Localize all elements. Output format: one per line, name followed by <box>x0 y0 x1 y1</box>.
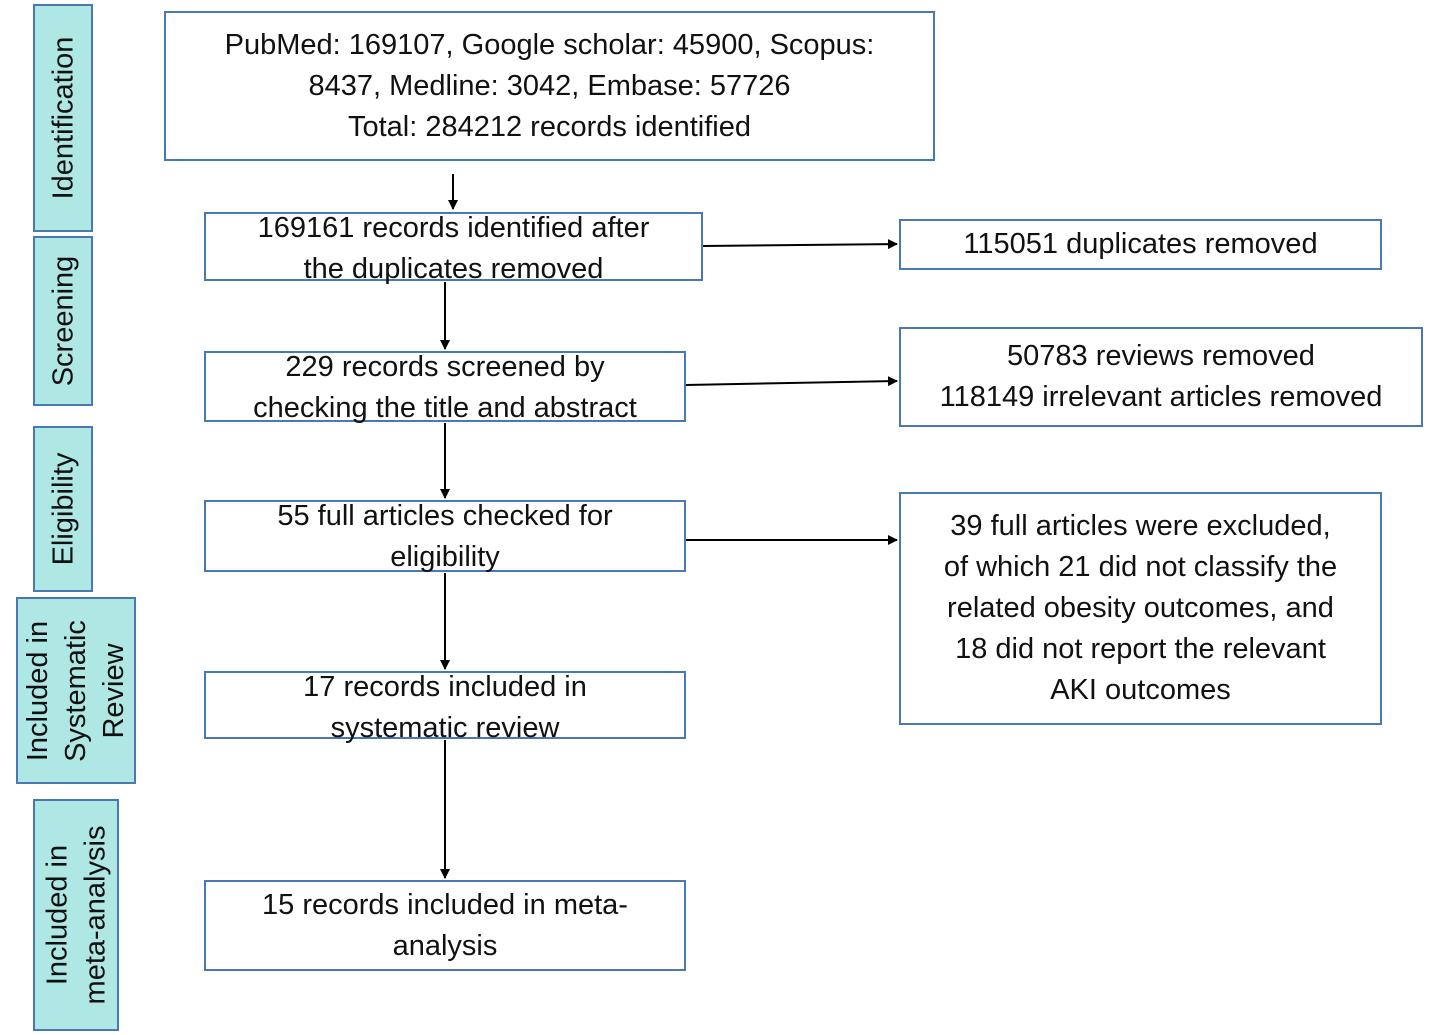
stage-eligibility-label: Eligibility <box>47 452 80 566</box>
systematic-review-box: 17 records included in systematic review <box>204 671 686 744</box>
stage-identification-label: Identification <box>47 36 80 200</box>
arrow-to-reviews-removed <box>685 376 898 387</box>
screened-box: 229 records screened by checking the tit… <box>204 351 686 424</box>
full-articles-box: 55 full articles checked for eligibility <box>204 500 686 573</box>
stage-systematic-review-label: Included in Systematic Review <box>22 619 131 762</box>
stage-meta-analysis-label: Included in meta-analysis <box>41 825 111 1005</box>
full-articles-excluded-text: 39 full articles were excluded, of which… <box>943 510 1338 706</box>
after-duplicates-text: 169161 records identified after the dupl… <box>257 212 650 285</box>
screened-text: 229 records screened by checking the tit… <box>253 351 637 424</box>
stage-identification: Identification <box>33 4 93 232</box>
records-identified-box: PubMed: 169107, Google scholar: 45900, S… <box>164 11 935 161</box>
after-duplicates-box: 169161 records identified after the dupl… <box>204 212 703 285</box>
arrow-to-duplicates-removed <box>702 239 898 250</box>
stage-eligibility: Eligibility <box>33 426 93 592</box>
meta-analysis-box: 15 records included in meta- analysis <box>204 880 686 971</box>
systematic-review-text: 17 records included in systematic review <box>303 671 587 744</box>
meta-analysis-text: 15 records included in meta- analysis <box>262 888 628 962</box>
duplicates-removed-box: 115051 duplicates removed <box>899 219 1382 270</box>
reviews-irrelevant-removed-text: 50783 reviews removed 118149 irrelevant … <box>939 340 1383 413</box>
full-articles-text: 55 full articles checked for eligibility <box>277 500 613 573</box>
stage-systematic-review: Included in Systematic Review <box>16 597 136 784</box>
stage-screening-label: Screening <box>47 255 79 387</box>
duplicates-removed-text: 115051 duplicates removed <box>963 228 1318 260</box>
stage-meta-analysis: Included in meta-analysis <box>33 799 119 1031</box>
full-articles-excluded-box: 39 full articles were excluded, of which… <box>899 492 1382 725</box>
stage-screening: Screening <box>33 236 93 406</box>
records-identified-text: PubMed: 169107, Google scholar: 45900, S… <box>224 28 875 143</box>
reviews-irrelevant-removed-box: 50783 reviews removed 118149 irrelevant … <box>899 327 1423 427</box>
